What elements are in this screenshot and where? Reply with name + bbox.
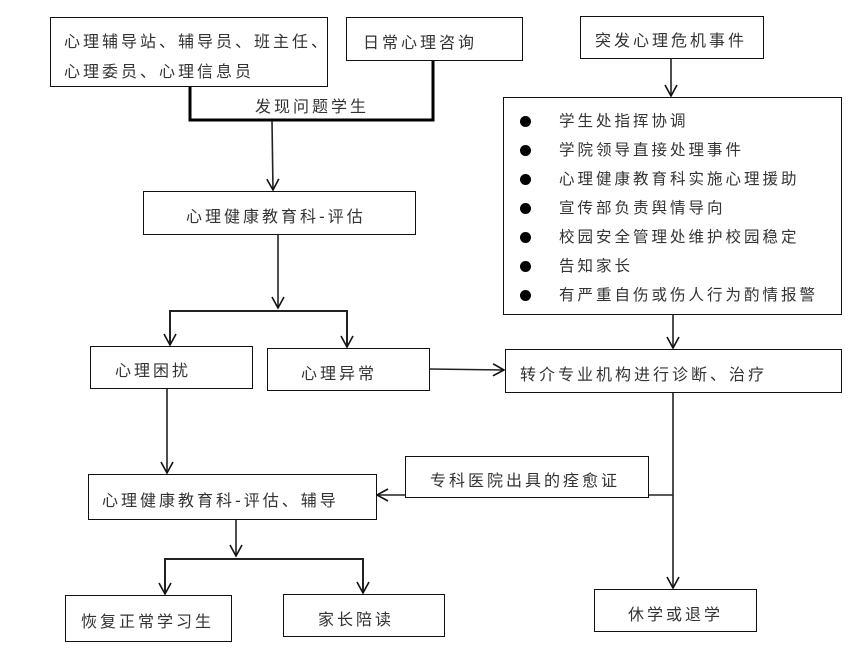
- crisis-action-item: 有严重自伤或伤人行为酌情报警: [516, 281, 818, 310]
- node-daily-consult: 日常心理咨询: [346, 17, 523, 61]
- arrow-to-assessment: [266, 120, 280, 192]
- crisis-action-item: 宣传部负责舆情导向: [516, 194, 818, 223]
- node-assessment-counseling: 心理健康教育科-评估、辅导: [88, 474, 377, 520]
- arrow-abnormal-to-referral: [428, 363, 506, 377]
- crisis-action-item: 告知家长: [516, 252, 818, 281]
- node-crisis-actions: 学生处指挥协调 学院领导直接处理事件 心理健康教育科实施心理援助 宣传部负责舆情…: [503, 97, 842, 315]
- node-crisis-event-label: 突发心理危机事件: [595, 31, 748, 50]
- node-referral: 转介专业机构进行诊断、治疗: [505, 349, 842, 393]
- node-parent-accompany-label: 家长陪读: [318, 610, 395, 629]
- node-staff-line2: 心理委员、心理信息员: [64, 62, 255, 81]
- node-abnormal-label: 心理异常: [301, 364, 378, 383]
- node-assessment: 心理健康教育科-评估: [143, 191, 416, 235]
- node-distress-label: 心理困扰: [115, 361, 192, 380]
- node-suspend-withdraw: 休学或退学: [594, 589, 757, 632]
- bullet-icon: [520, 290, 531, 301]
- node-distress: 心理困扰: [90, 346, 253, 389]
- node-staff-sources: 心理辅导站、辅导员、班主任、 心理委员、心理信息员: [50, 17, 328, 87]
- node-parent-accompany: 家长陪读: [283, 594, 445, 637]
- crisis-action-list: 学生处指挥协调 学院领导直接处理事件 心理健康教育科实施心理援助 宣传部负责舆情…: [516, 107, 818, 310]
- found-problem-bracket: [188, 60, 435, 122]
- node-resume-study-label: 恢复正常学习生: [81, 612, 215, 631]
- bullet-icon: [520, 203, 531, 214]
- node-referral-label: 转介专业机构进行诊断、治疗: [520, 365, 768, 384]
- crisis-action-item: 校园安全管理处维护校园稳定: [516, 223, 818, 252]
- node-resume-study: 恢复正常学习生: [65, 595, 232, 642]
- node-recovery-certificate: 专科医院出具的痊愈证: [405, 456, 649, 498]
- node-crisis-event: 突发心理危机事件: [580, 16, 764, 59]
- bullet-icon: [520, 232, 531, 243]
- bullet-icon: [520, 116, 531, 127]
- crisis-action-item: 心理健康教育科实施心理援助: [516, 165, 818, 194]
- found-problem-label: 发现问题学生: [255, 97, 370, 116]
- node-staff-line1: 心理辅导站、辅导员、班主任、: [64, 32, 331, 51]
- node-abnormal: 心理异常: [267, 348, 430, 391]
- crisis-action-item: 学院领导直接处理事件: [516, 136, 818, 165]
- bullet-icon: [520, 261, 531, 272]
- node-assessment-label: 心理健康教育科-评估: [186, 207, 366, 226]
- bullet-icon: [520, 174, 531, 185]
- branch-distress-abnormal: [169, 310, 348, 346]
- node-daily-consult-label: 日常心理咨询: [363, 33, 478, 52]
- node-suspend-withdraw-label: 休学或退学: [628, 605, 724, 624]
- bullet-icon: [520, 145, 531, 156]
- crisis-action-item: 学生处指挥协调: [516, 107, 818, 136]
- branch-resume-parent: [164, 558, 364, 594]
- node-recovery-certificate-label: 专科医院出具的痊愈证: [430, 471, 621, 490]
- node-assessment-counseling-label: 心理健康教育科-评估、辅导: [102, 491, 339, 510]
